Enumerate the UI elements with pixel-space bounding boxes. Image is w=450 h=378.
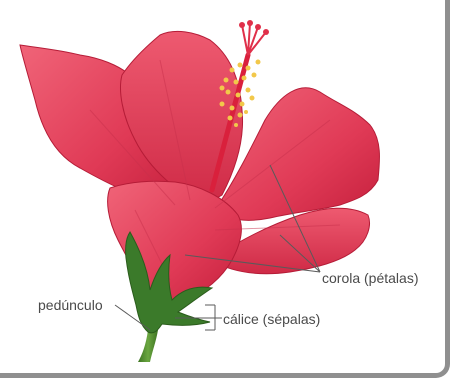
pedunculo-label: pedúnculo [38,297,103,313]
corola-label: corola (pétalas) [322,270,419,286]
peduncle-stem [138,330,158,362]
calice-label: cálice (sépalas) [223,311,320,327]
stigma [239,20,269,55]
